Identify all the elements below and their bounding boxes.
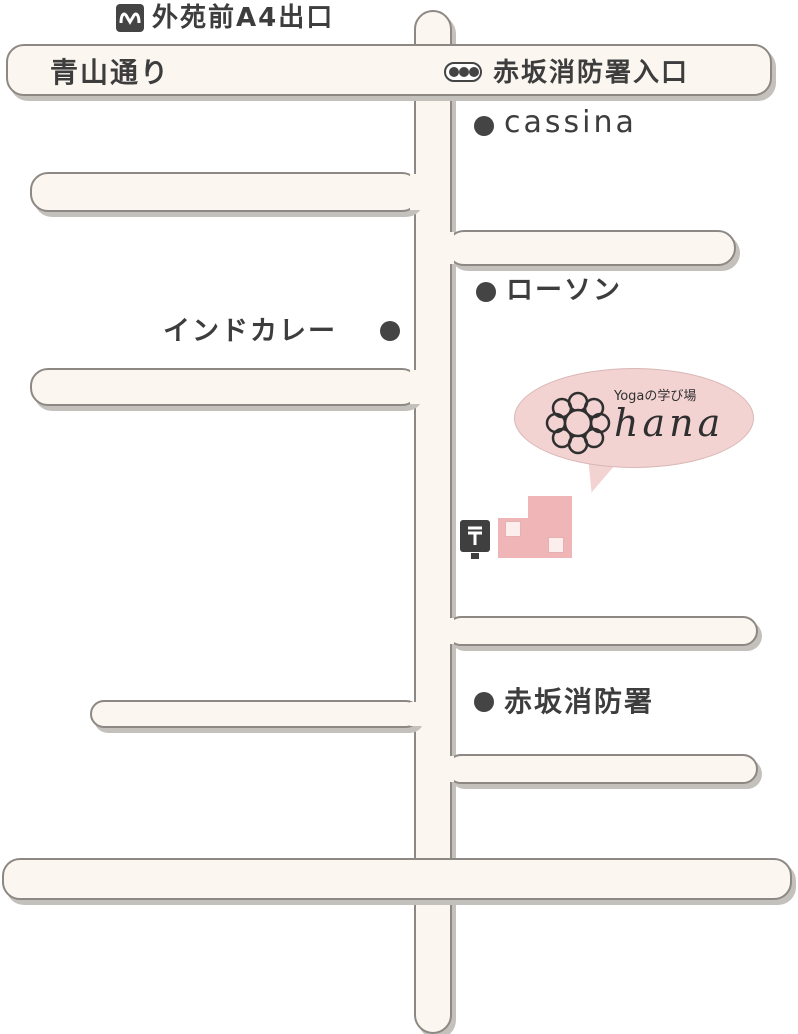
post-office-icon-base xyxy=(471,553,479,559)
intersection-fill xyxy=(442,232,454,264)
aoyama-dori-road xyxy=(6,44,772,96)
post-office-icon xyxy=(460,520,490,552)
wide-road-bottom xyxy=(2,858,792,900)
side-street-right-1 xyxy=(446,230,736,266)
side-street-left-2 xyxy=(30,368,420,406)
flower-logo-icon xyxy=(545,391,611,455)
side-street-left-3 xyxy=(90,700,420,728)
lawson-marker-icon xyxy=(476,282,496,302)
building-window xyxy=(505,521,521,537)
side-street-left-1 xyxy=(30,172,420,212)
metro-exit-label: 外苑前A4出口 xyxy=(152,3,335,33)
cassina-marker-icon xyxy=(474,116,494,136)
cassina-label: cassina xyxy=(504,105,637,140)
aoyama-dori-label: 青山通り xyxy=(50,56,171,89)
building-window xyxy=(548,537,564,553)
studio-subtitle: Yogaの学び場 xyxy=(614,389,697,404)
fire-station-label: 赤坂消防署 xyxy=(504,685,655,718)
intersection-fill xyxy=(410,370,424,404)
side-street-right-3 xyxy=(446,754,758,784)
studio-speech-bubble xyxy=(514,368,754,468)
metro-logo-icon xyxy=(119,12,141,25)
intersection-fill xyxy=(410,702,424,726)
bus-stop-label: 赤坂消防署入口 xyxy=(493,58,690,88)
studio-name: hana xyxy=(614,401,725,445)
intersection-fill xyxy=(410,174,424,210)
intersection-fill xyxy=(442,618,454,644)
post-mark-icon xyxy=(468,526,482,545)
metro-icon xyxy=(116,4,144,32)
intersection-fill xyxy=(416,860,450,898)
fire-station-marker-icon xyxy=(474,692,494,712)
indian-curry-marker-icon xyxy=(380,321,400,341)
side-street-right-2 xyxy=(446,616,758,646)
bus-stop-icon xyxy=(444,62,482,82)
lawson-label: ローソン xyxy=(506,275,622,306)
indian-curry-label: インドカレー xyxy=(163,316,337,347)
intersection-fill xyxy=(442,756,454,782)
